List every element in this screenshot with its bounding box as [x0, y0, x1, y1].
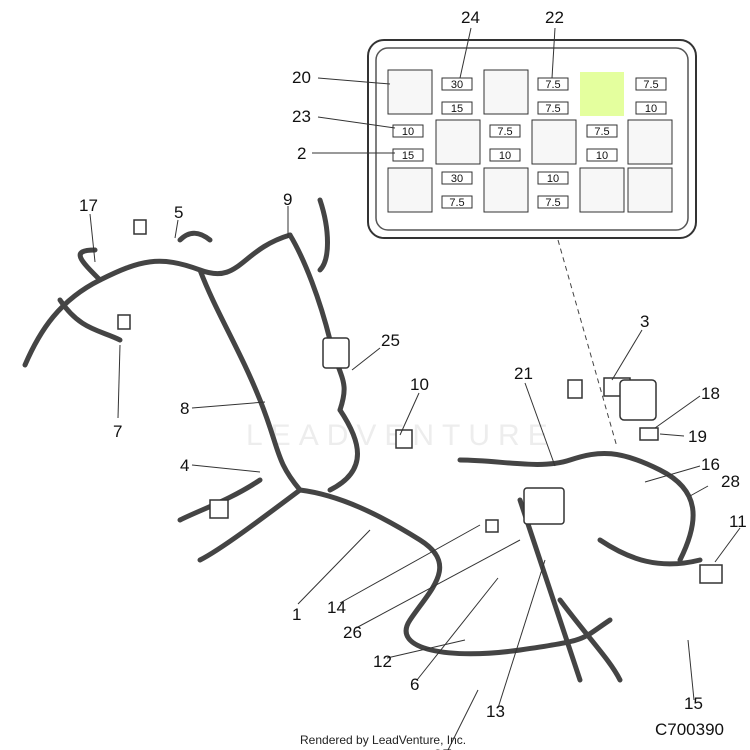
callout-28: 28 [721, 472, 740, 491]
callout-labels: 20 23 2 24 22 17 5 9 25 7 8 3 21 10 18 1… [79, 8, 747, 750]
fuse-slot: 30 [441, 77, 473, 91]
callout-16: 16 [701, 455, 720, 474]
callout-17: 17 [79, 196, 98, 215]
main-harness [22, 197, 703, 683]
callout-7: 7 [113, 422, 122, 441]
footer-credit: Rendered by LeadVenture, Inc. [300, 733, 466, 747]
svg-text:7.5: 7.5 [545, 103, 560, 115]
fuse-slot: 15 [392, 148, 424, 162]
callout-2: 2 [297, 144, 306, 163]
callout-5: 5 [174, 203, 183, 222]
callout-4: 4 [180, 456, 189, 475]
fuse-slot: 7.5 [489, 124, 521, 138]
svg-text:7.5: 7.5 [545, 197, 560, 209]
svg-text:30: 30 [451, 173, 463, 185]
callout-15: 15 [684, 694, 703, 713]
callout-9: 9 [283, 190, 292, 209]
callout-27: 27 [433, 746, 452, 750]
callout-18: 18 [701, 384, 720, 403]
callout-19: 19 [688, 427, 707, 446]
callout-13: 13 [486, 702, 505, 721]
callout-26: 26 [343, 623, 362, 642]
svg-text:15: 15 [402, 150, 414, 162]
svg-text:7.5: 7.5 [449, 197, 464, 209]
svg-text:10: 10 [402, 126, 414, 138]
diagram-code: C700390 [655, 720, 724, 739]
svg-text:30: 30 [451, 79, 463, 91]
svg-text:7.5: 7.5 [594, 126, 609, 138]
callout-20: 20 [292, 68, 311, 87]
fuse-slot: 7.5 [586, 124, 618, 138]
svg-text:7.5: 7.5 [545, 79, 560, 91]
callout-11: 11 [729, 512, 747, 531]
fuse-box: 30 15 7.5 7.5 7.5 10 10 15 7.5 10 7.5 10… [367, 39, 697, 239]
fuse-slot: 15 [441, 101, 473, 115]
fuse-slot: 7.5 [537, 77, 569, 91]
callout-8: 8 [180, 399, 189, 418]
svg-text:10: 10 [547, 173, 559, 185]
svg-text:7.5: 7.5 [643, 79, 658, 91]
svg-text:7.5: 7.5 [497, 126, 512, 138]
callout-22: 22 [545, 8, 564, 27]
svg-text:10: 10 [596, 150, 608, 162]
fuse-slot: 7.5 [635, 77, 667, 91]
callout-14: 14 [327, 598, 346, 617]
highlighted-relay [580, 72, 624, 116]
callout-6: 6 [410, 675, 419, 694]
callout-24: 24 [461, 8, 480, 27]
fuse-slot: 10 [392, 124, 424, 138]
connectors [117, 219, 723, 584]
callout-21: 21 [514, 364, 533, 383]
detail-leader [557, 239, 618, 448]
callout-25: 25 [381, 331, 400, 350]
callout-10: 10 [410, 375, 429, 394]
fuse-slot: 10 [489, 148, 521, 162]
fuse-slot: 10 [635, 101, 667, 115]
leader-lines [89, 27, 741, 750]
callout-23: 23 [292, 107, 311, 126]
fuse-slot: 7.5 [441, 195, 473, 209]
svg-text:10: 10 [645, 103, 657, 115]
callout-12: 12 [373, 652, 392, 671]
callout-1: 1 [292, 605, 301, 624]
fuse-slot: 7.5 [537, 195, 569, 209]
fuse-slot: 10 [586, 148, 618, 162]
fuse-slot: 30 [441, 171, 473, 185]
callout-3: 3 [640, 312, 649, 331]
fuse-slot: 10 [537, 171, 569, 185]
svg-text:10: 10 [499, 150, 511, 162]
svg-text:15: 15 [451, 103, 463, 115]
fuse-slot: 7.5 [537, 101, 569, 115]
